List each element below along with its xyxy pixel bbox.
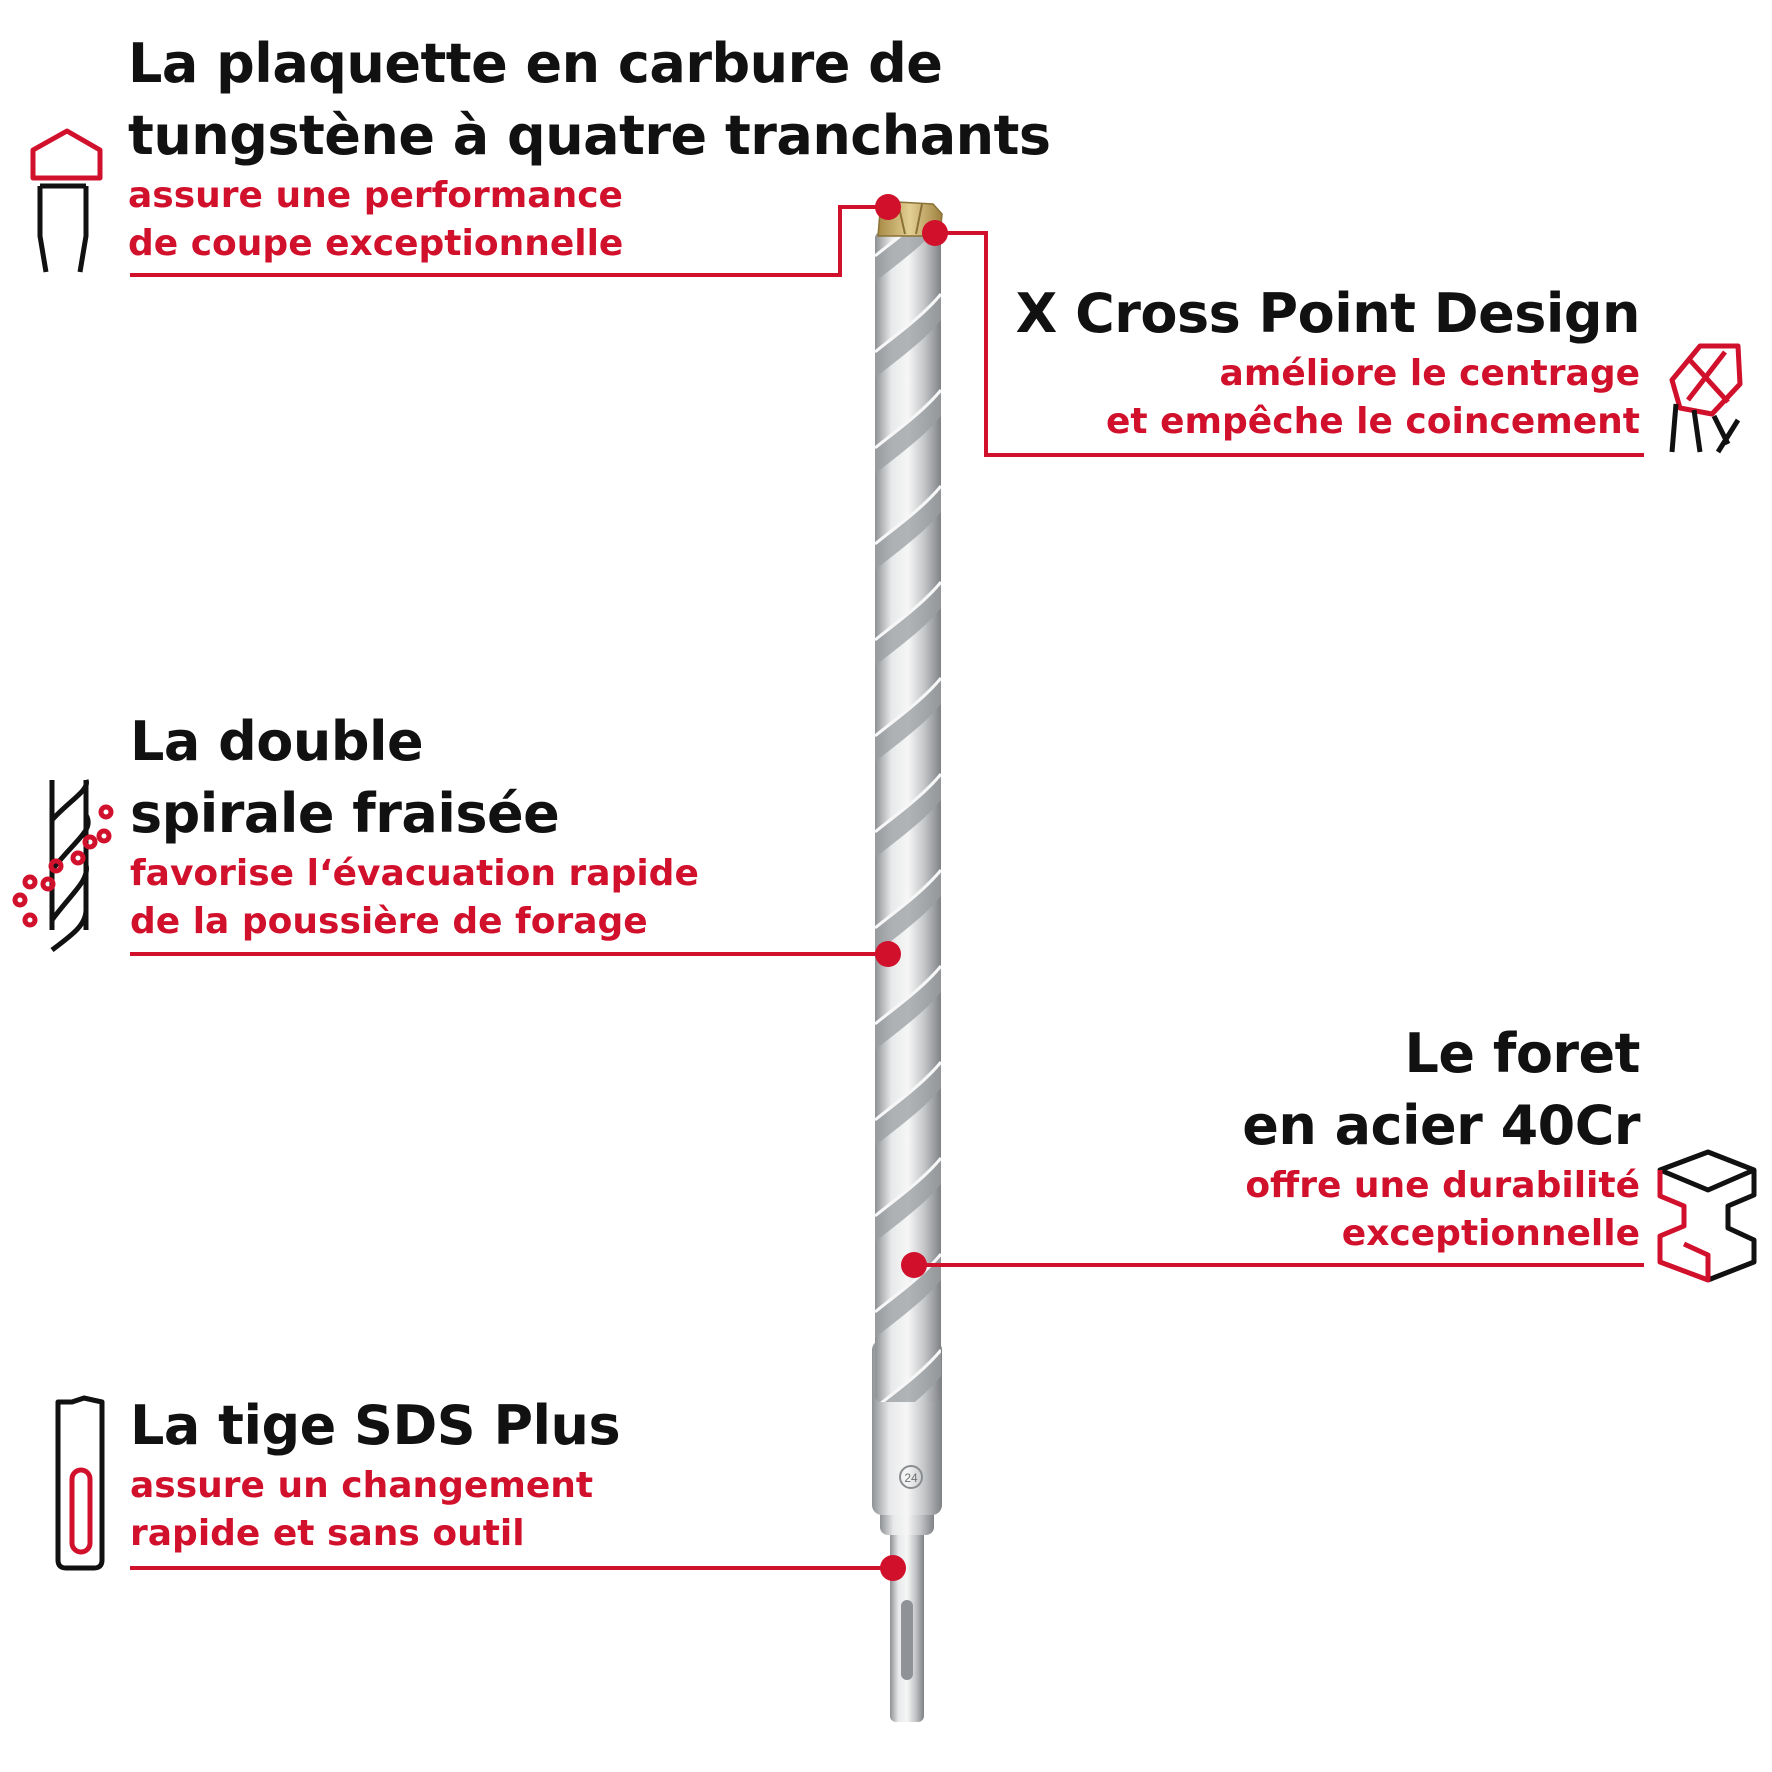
flute-groove	[875, 1064, 941, 1146]
desc-line: assure une performance	[128, 175, 623, 216]
flute-highlight	[875, 1349, 941, 1402]
flute-groove	[875, 392, 941, 474]
feature-title: La double spirale fraisée	[130, 706, 699, 850]
callout-dot-double-spiral	[875, 941, 901, 967]
title-line: X Cross Point Design	[1015, 282, 1641, 345]
feature-title: X Cross Point Design	[1015, 278, 1641, 350]
flute-groove	[875, 232, 941, 282]
desc-line: exceptionnelle	[1341, 1213, 1640, 1254]
flute-groove	[875, 776, 941, 858]
feature-description: améliore le centrage et empêche le coinc…	[1016, 350, 1640, 446]
callout-dot-carbide-tip	[875, 194, 901, 220]
flute-highlight	[875, 389, 941, 450]
callout-dot-sds-plus	[880, 1555, 906, 1581]
flute-groove	[875, 584, 941, 666]
double-spiral-icon	[12, 779, 114, 953]
flute-highlight	[875, 1253, 941, 1314]
flute-groove	[875, 1352, 941, 1402]
flute-highlight	[875, 1157, 941, 1218]
flute-highlight	[875, 1061, 941, 1122]
flute-highlight	[875, 581, 941, 642]
drill-size-marking: 24	[904, 1471, 918, 1485]
flute-highlight	[875, 293, 941, 354]
callout-lines	[130, 205, 1644, 1570]
desc-line: rapide et sans outil	[130, 1513, 525, 1554]
feature-carbide-tip: La plaquette en carbure de tungstène à q…	[128, 28, 1051, 268]
callout-dots	[875, 194, 948, 1581]
callout-dot-steel-40cr	[901, 1252, 927, 1278]
flute-groove	[875, 296, 941, 378]
feature-description: assure un changement rapide et sans outi…	[130, 1462, 620, 1558]
flute-groove	[875, 1160, 941, 1242]
title-line: La double	[130, 710, 424, 773]
flute-highlight	[875, 773, 941, 834]
feature-description: assure une performance de coupe exceptio…	[128, 172, 1051, 268]
flute-highlight	[875, 965, 941, 1026]
title-line: Le foret	[1404, 1022, 1641, 1085]
flute-highlight	[875, 485, 941, 546]
feature-description: favorise l‘évacuation rapide de la pouss…	[130, 850, 699, 946]
desc-line: et empêche le coincement	[1105, 401, 1640, 442]
title-line: La plaquette en carbure de	[128, 32, 943, 95]
feature-x-cross-point: X Cross Point Design améliore le centrag…	[1015, 278, 1641, 446]
desc-line: assure un changement	[130, 1465, 594, 1506]
carbide-tip-icon	[30, 128, 103, 273]
drill-bit: 24	[872, 201, 943, 1722]
title-line: spirale fraisée	[130, 782, 560, 845]
drill-size-stamp	[899, 1465, 923, 1489]
x-cross-point-icon	[1669, 343, 1743, 454]
flute-groove	[875, 872, 941, 954]
flute-groove	[875, 680, 941, 762]
title-line: tungstène à quatre tranchants	[128, 104, 1051, 167]
sds-shank-icon	[55, 1395, 105, 1571]
flute-groove	[875, 1256, 941, 1338]
feature-sds-plus: La tige SDS Plus assure un changement ra…	[130, 1390, 621, 1558]
flute-highlight	[875, 232, 941, 258]
callout-line-x-cross-point	[935, 231, 1644, 457]
feature-title: La tige SDS Plus	[130, 1390, 621, 1462]
desc-line: favorise l‘évacuation rapide	[130, 853, 699, 894]
feature-steel-40cr: Le foret en acier 40Cr offre une durabil…	[1242, 1018, 1640, 1258]
drill-flutes	[875, 232, 941, 1402]
desc-line: de coupe exceptionnelle	[128, 223, 624, 264]
callout-line-carbide-tip	[130, 205, 888, 277]
flute-groove	[875, 488, 941, 570]
desc-line: améliore le centrage	[1219, 353, 1640, 394]
callout-dot-x-cross-point	[922, 220, 948, 246]
feature-title: Le foret en acier 40Cr	[1242, 1018, 1640, 1162]
feature-double-spiral: La double spirale fraisée favorise l‘éva…	[130, 706, 699, 946]
shank-slot	[901, 1600, 913, 1680]
steel-beam-icon	[1657, 1149, 1757, 1283]
flute-highlight	[875, 869, 941, 930]
desc-line: offre une durabilité	[1245, 1165, 1640, 1206]
feature-description: offre une durabilité exceptionnelle	[1242, 1162, 1640, 1258]
title-line: La tige SDS Plus	[130, 1394, 621, 1457]
title-line: en acier 40Cr	[1242, 1094, 1640, 1157]
flute-groove	[875, 968, 941, 1050]
flute-highlight	[875, 677, 941, 738]
feature-title: La plaquette en carbure de tungstène à q…	[128, 28, 1051, 172]
desc-line: de la poussière de forage	[130, 901, 648, 942]
